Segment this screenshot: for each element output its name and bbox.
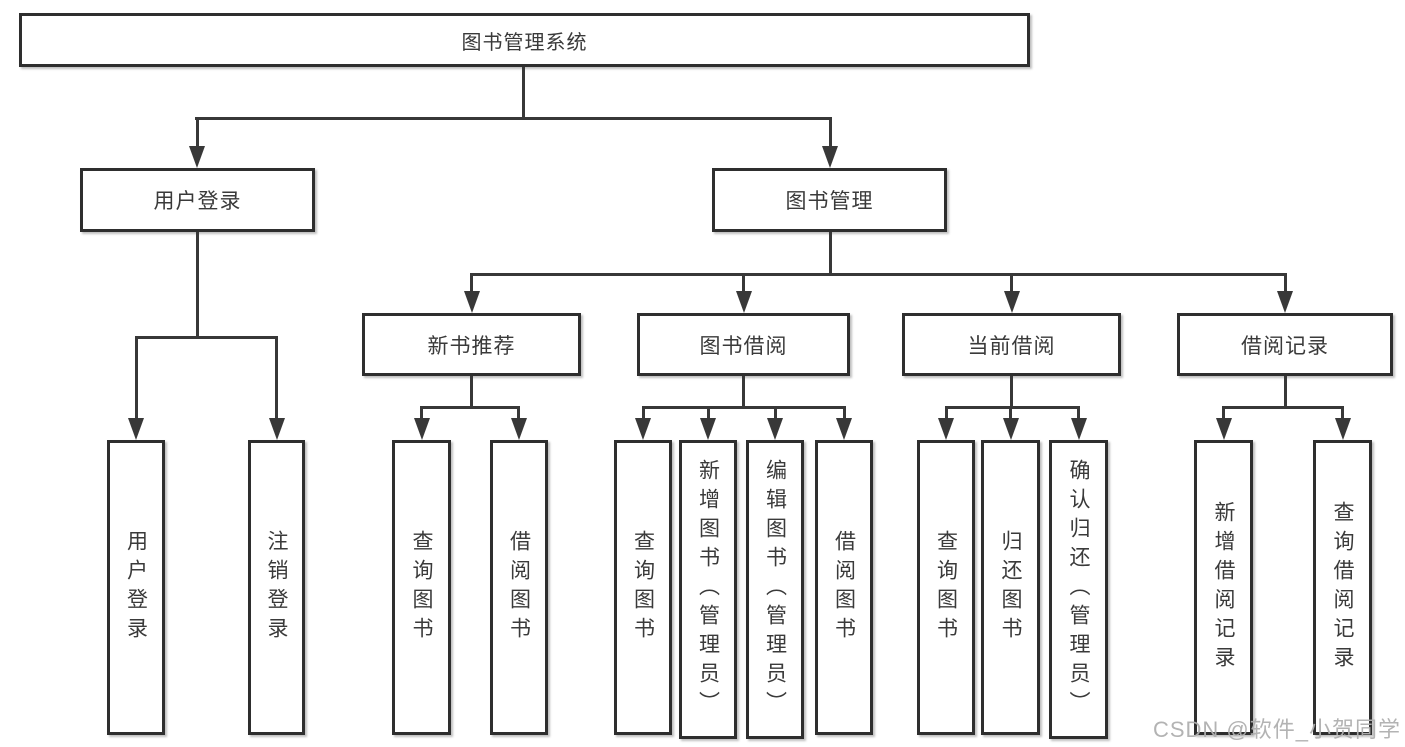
csdn-watermark: CSDN @软件_小贺同学 <box>1152 717 1401 742</box>
leaf-node-query-books-1: 查询图书 <box>392 440 451 735</box>
connector-line <box>196 232 199 336</box>
connector-line <box>828 232 832 273</box>
connector-line <box>773 406 777 420</box>
connector-line <box>1010 376 1013 406</box>
connector-line <box>195 117 199 148</box>
leaf-label: 注销登录 <box>265 529 288 646</box>
connector-line <box>134 336 138 420</box>
connector-line <box>944 406 948 420</box>
leaf-label: 确认归还（管理员） <box>1067 459 1090 720</box>
arrow-down-icon <box>1277 291 1293 313</box>
connector-line <box>1077 406 1080 420</box>
leaf-label: 归还图书 <box>999 529 1022 646</box>
arrow-down-icon <box>128 418 144 440</box>
leaf-node-query-borrow-record: 查询借阅记录 <box>1313 440 1372 735</box>
arrow-down-icon <box>463 291 480 313</box>
node-book-mgmt-label: 图书管理 <box>785 190 874 213</box>
leaf-node-return-books: 归还图书 <box>981 440 1040 735</box>
connector-line <box>706 406 710 420</box>
arrow-down-icon <box>938 418 954 440</box>
connector-line <box>1341 406 1344 420</box>
leaf-node-user-login: 用户登录 <box>107 440 165 735</box>
arrow-down-icon <box>635 418 651 440</box>
leaf-node-query-books-3: 查询图书 <box>917 440 975 735</box>
arrow-down-icon <box>1215 418 1232 440</box>
connector-line <box>742 273 745 293</box>
leaf-label: 查询图书 <box>934 529 958 646</box>
connector-line <box>134 336 278 339</box>
connector-line <box>470 376 473 406</box>
leaf-label: 新增图书（管理员） <box>696 459 720 720</box>
leaf-label: 借阅图书 <box>832 529 856 646</box>
leaf-label: 借阅图书 <box>507 529 531 646</box>
node-borrow-records: 借阅记录 <box>1177 313 1393 376</box>
leaf-node-borrow-books-2: 借阅图书 <box>815 440 873 735</box>
connector-line <box>842 406 846 420</box>
leaf-node-confirm-return-admin: 确认归还（管理员） <box>1049 440 1108 739</box>
connector-line <box>641 406 846 409</box>
leaf-node-add-borrow-record: 新增借阅记录 <box>1194 440 1253 735</box>
connector-line <box>470 273 473 293</box>
connector-line <box>828 117 832 148</box>
leaf-label: 查询图书 <box>410 529 433 646</box>
arrow-down-icon <box>735 291 752 313</box>
node-current-borrow: 当前借阅 <box>902 313 1121 376</box>
connector-line <box>470 273 1287 276</box>
arrow-down-icon <box>1070 418 1087 440</box>
connector-line <box>641 406 645 420</box>
arrow-down-icon <box>1003 291 1020 313</box>
node-user-login: 用户登录 <box>80 168 315 232</box>
node-new-book-rec-label: 新书推荐 <box>427 334 516 358</box>
leaf-label: 编辑图书（管理员） <box>763 459 787 720</box>
arrow-down-icon <box>822 146 838 168</box>
connector-line <box>517 406 520 420</box>
leaf-node-add-books-admin: 新增图书（管理员） <box>679 440 737 739</box>
connector-line <box>275 336 278 420</box>
leaf-label: 查询借阅记录 <box>1331 500 1354 675</box>
connector-line <box>1283 376 1287 406</box>
arrow-down-icon <box>1334 418 1351 440</box>
arrow-down-icon <box>510 418 527 440</box>
arrow-down-icon <box>413 418 430 440</box>
leaf-node-query-books-2: 查询图书 <box>614 440 672 735</box>
node-root: 图书管理系统 <box>19 13 1030 67</box>
node-borrow-records-label: 借阅记录 <box>1241 334 1329 358</box>
node-book-mgmt: 图书管理 <box>712 168 947 232</box>
connector-line <box>1283 273 1287 293</box>
connector-line <box>1009 406 1012 420</box>
node-new-book-rec: 新书推荐 <box>362 313 581 376</box>
arrow-down-icon <box>767 418 783 440</box>
arrow-down-icon <box>1002 418 1019 440</box>
arrow-down-icon <box>836 418 852 440</box>
arrow-down-icon <box>189 146 205 168</box>
leaf-label: 新增借阅记录 <box>1212 500 1235 675</box>
leaf-label: 查询图书 <box>631 529 655 646</box>
connector-line <box>1222 406 1225 420</box>
leaf-node-logout: 注销登录 <box>248 440 305 735</box>
leaf-label: 用户登录 <box>124 529 148 646</box>
arrow-down-icon <box>268 418 285 440</box>
connector-line <box>522 67 525 117</box>
connector-line <box>1222 406 1342 409</box>
leaf-node-edit-books-admin: 编辑图书（管理员） <box>746 440 804 739</box>
arrow-down-icon <box>700 418 716 440</box>
connector-line <box>1010 273 1013 293</box>
node-book-borrow: 图书借阅 <box>637 313 850 376</box>
node-root-label: 图书管理系统 <box>461 31 588 54</box>
connector-line <box>195 117 831 120</box>
node-user-login-label: 用户登录 <box>153 190 242 213</box>
node-current-borrow-label: 当前借阅 <box>967 334 1056 358</box>
connector-line <box>742 376 745 406</box>
leaf-node-borrow-books-1: 借阅图书 <box>490 440 548 735</box>
connector-line <box>420 406 423 420</box>
connector-line <box>420 406 520 409</box>
node-book-borrow-label: 图书借阅 <box>699 334 788 358</box>
